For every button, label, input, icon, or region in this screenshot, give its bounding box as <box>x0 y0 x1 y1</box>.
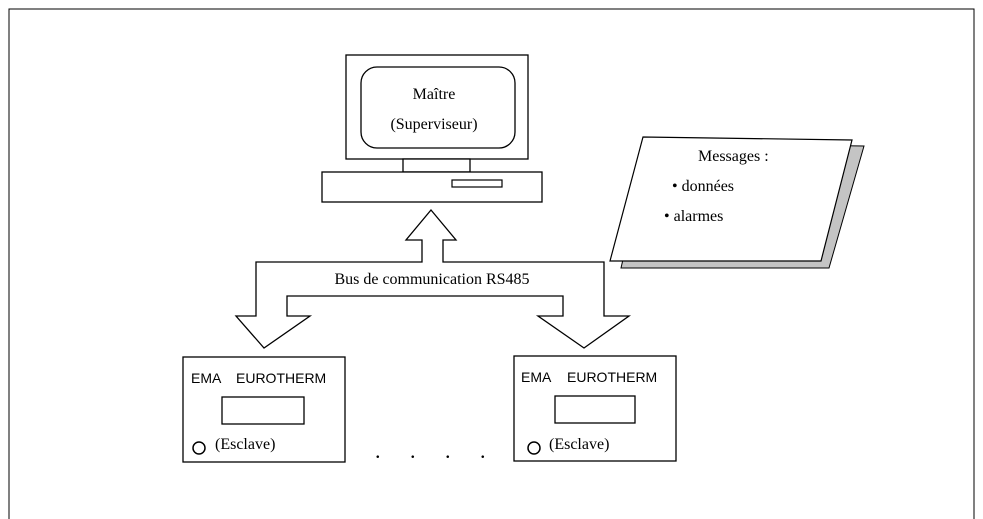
messages-item-alarmes: • alarmes <box>664 208 723 225</box>
drive-slot <box>451 179 503 188</box>
slave-2-indicator-led <box>527 441 541 455</box>
master-computer: Maître (Superviseur) <box>321 54 543 203</box>
slave-2-brand-ema: EMA <box>521 369 552 385</box>
slave-1-brand-ema: EMA <box>191 370 222 386</box>
messages-card-front <box>609 136 853 262</box>
diagram-frame <box>8 8 975 519</box>
slave-2-brand-eurotherm: EUROTHERM <box>567 369 657 385</box>
slave-2-role: (Esclave) <box>549 436 609 453</box>
slave-device-1: EMA EUROTHERM (Esclave) <box>182 356 346 463</box>
slave-1-indicator-led <box>192 441 206 455</box>
master-subtitle: (Superviseur) <box>390 116 477 133</box>
bus-label: Bus de communication RS485 <box>334 271 529 288</box>
monitor-screen <box>360 66 516 149</box>
master-title: Maître <box>413 86 456 103</box>
bus-arrow <box>234 208 632 349</box>
more-slaves-ellipsis: . . . . <box>375 438 498 463</box>
messages-title: Messages : <box>698 148 769 165</box>
slave-1-display <box>221 396 305 425</box>
computer-base <box>321 171 543 203</box>
monitor-neck <box>402 158 471 173</box>
messages-item-donnees: • données <box>672 178 734 195</box>
slave-1-role: (Esclave) <box>215 436 275 453</box>
slave-2-display <box>554 395 636 424</box>
slave-1-brand-eurotherm: EUROTHERM <box>236 370 326 386</box>
slave-device-2: EMA EUROTHERM (Esclave) <box>513 355 677 462</box>
messages-card: Messages : • données • alarmes <box>609 136 865 269</box>
